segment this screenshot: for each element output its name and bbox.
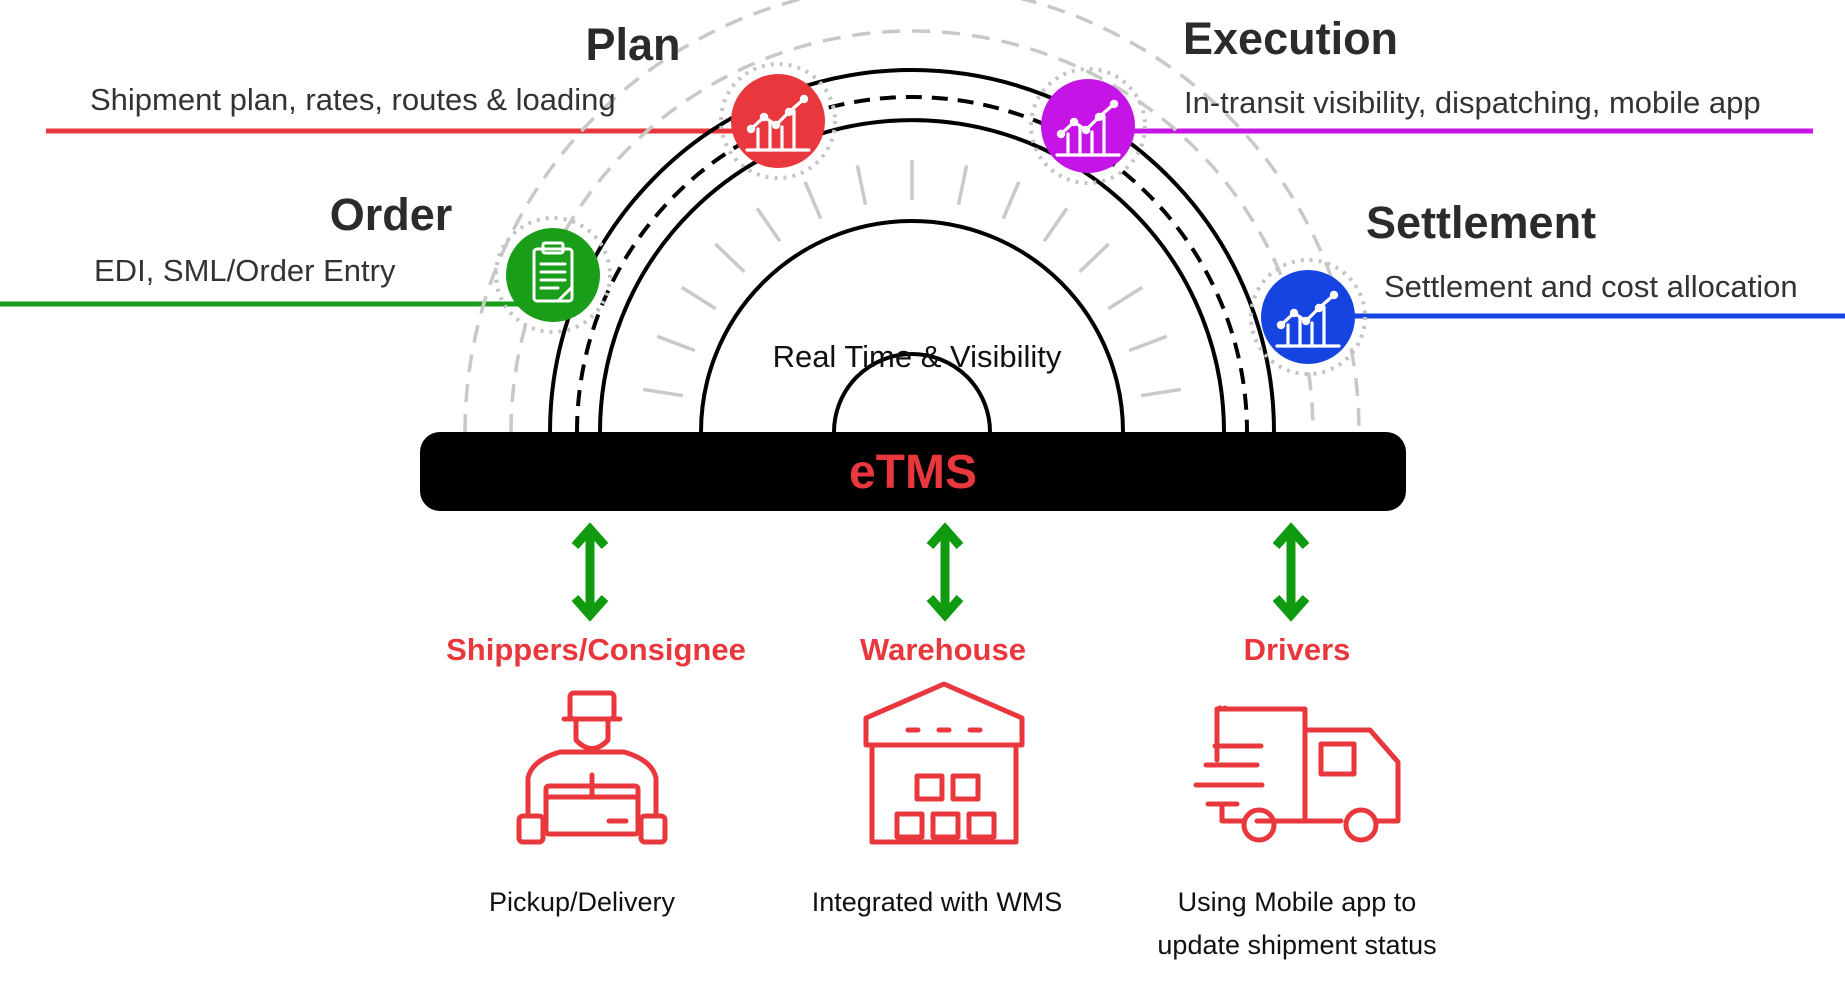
inner-black-arc bbox=[598, 118, 1226, 433]
tick-mark bbox=[803, 181, 823, 220]
plan-title: Plan bbox=[585, 19, 680, 70]
tick-mark bbox=[755, 207, 782, 243]
order-description: EDI, SML/Order Entry bbox=[94, 253, 396, 288]
visibility-arc bbox=[699, 219, 1125, 433]
tick-mark bbox=[1140, 387, 1181, 398]
execution-description: In-transit visibility, dispatching, mobi… bbox=[1184, 85, 1761, 120]
drivers-arrow bbox=[1276, 529, 1306, 615]
order-title: Order bbox=[330, 189, 453, 240]
tick-mark bbox=[680, 285, 717, 311]
execution-node bbox=[1029, 67, 1147, 185]
tick-mark bbox=[1107, 285, 1144, 311]
truck-icon bbox=[1193, 705, 1401, 843]
plan-description: Shipment plan, rates, routes & loading bbox=[90, 82, 616, 117]
shippers-description: Pickup/Delivery bbox=[489, 887, 676, 917]
warehouse-description: Integrated with WMS bbox=[812, 887, 1063, 917]
tick-mark bbox=[855, 165, 868, 206]
second-dashed-arc bbox=[509, 29, 1315, 433]
plan-node bbox=[719, 62, 837, 180]
tick-mark bbox=[1128, 334, 1168, 353]
drivers-description-line-1: Using Mobile app to bbox=[1178, 887, 1417, 917]
drivers-name: Drivers bbox=[1244, 632, 1351, 667]
delivery-person-icon bbox=[516, 690, 668, 845]
dashed-black-arc bbox=[575, 95, 1249, 433]
shippers-arrow bbox=[575, 529, 605, 615]
etms-bar bbox=[420, 432, 1406, 511]
warehouse-arrow bbox=[930, 529, 960, 615]
tick-mark bbox=[643, 387, 684, 398]
clipboard-icon bbox=[532, 241, 574, 303]
radial-ticks bbox=[643, 160, 1181, 398]
etms-label: eTMS bbox=[849, 446, 977, 499]
settlement-title: Settlement bbox=[1366, 197, 1596, 248]
tick-mark bbox=[714, 242, 746, 273]
outer-dashed-arc bbox=[463, 0, 1361, 433]
tick-mark bbox=[1042, 207, 1069, 243]
center-label: Real Time & Visibility bbox=[773, 339, 1062, 374]
tick-mark bbox=[1078, 242, 1110, 273]
tick-mark bbox=[656, 334, 696, 353]
core-arc bbox=[832, 352, 992, 433]
warehouse-name: Warehouse bbox=[860, 632, 1026, 667]
settlement-description: Settlement and cost allocation bbox=[1384, 269, 1798, 304]
execution-title: Execution bbox=[1183, 13, 1398, 64]
warehouse-icon bbox=[863, 681, 1025, 845]
tick-mark bbox=[956, 165, 969, 206]
order-node bbox=[494, 216, 612, 334]
settlement-node bbox=[1249, 258, 1367, 376]
drivers-description-line-2: update shipment status bbox=[1157, 930, 1436, 960]
tick-mark bbox=[1001, 181, 1021, 220]
shippers-name: Shippers/Consignee bbox=[446, 632, 746, 667]
